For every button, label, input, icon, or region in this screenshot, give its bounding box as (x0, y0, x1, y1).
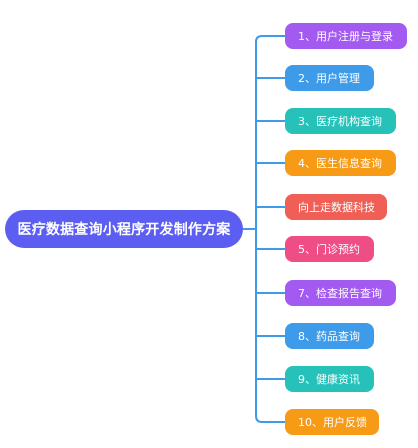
branch-node-6[interactable]: 5、门诊预约 (285, 236, 374, 262)
branch-node-2[interactable]: 2、用户管理 (285, 65, 374, 91)
branch-connector-1 (255, 35, 285, 43)
branch-node-8[interactable]: 8、药品查询 (285, 323, 374, 349)
branch-node-4[interactable]: 4、医生信息查询 (285, 150, 396, 176)
branch-node-5[interactable]: 向上走数据科技 (285, 194, 387, 220)
branch-node-7[interactable]: 7、检查报告查询 (285, 280, 396, 306)
branch-node-10[interactable]: 10、用户反馈 (285, 409, 379, 435)
branch-connector-10 (255, 415, 285, 423)
branch-node-3[interactable]: 3、医疗机构查询 (285, 108, 396, 134)
branch-node-1[interactable]: 1、用户注册与登录 (285, 23, 407, 49)
root-node[interactable]: 医疗数据查询小程序开发制作方案 (5, 210, 243, 248)
branch-node-9[interactable]: 9、健康资讯 (285, 366, 374, 392)
